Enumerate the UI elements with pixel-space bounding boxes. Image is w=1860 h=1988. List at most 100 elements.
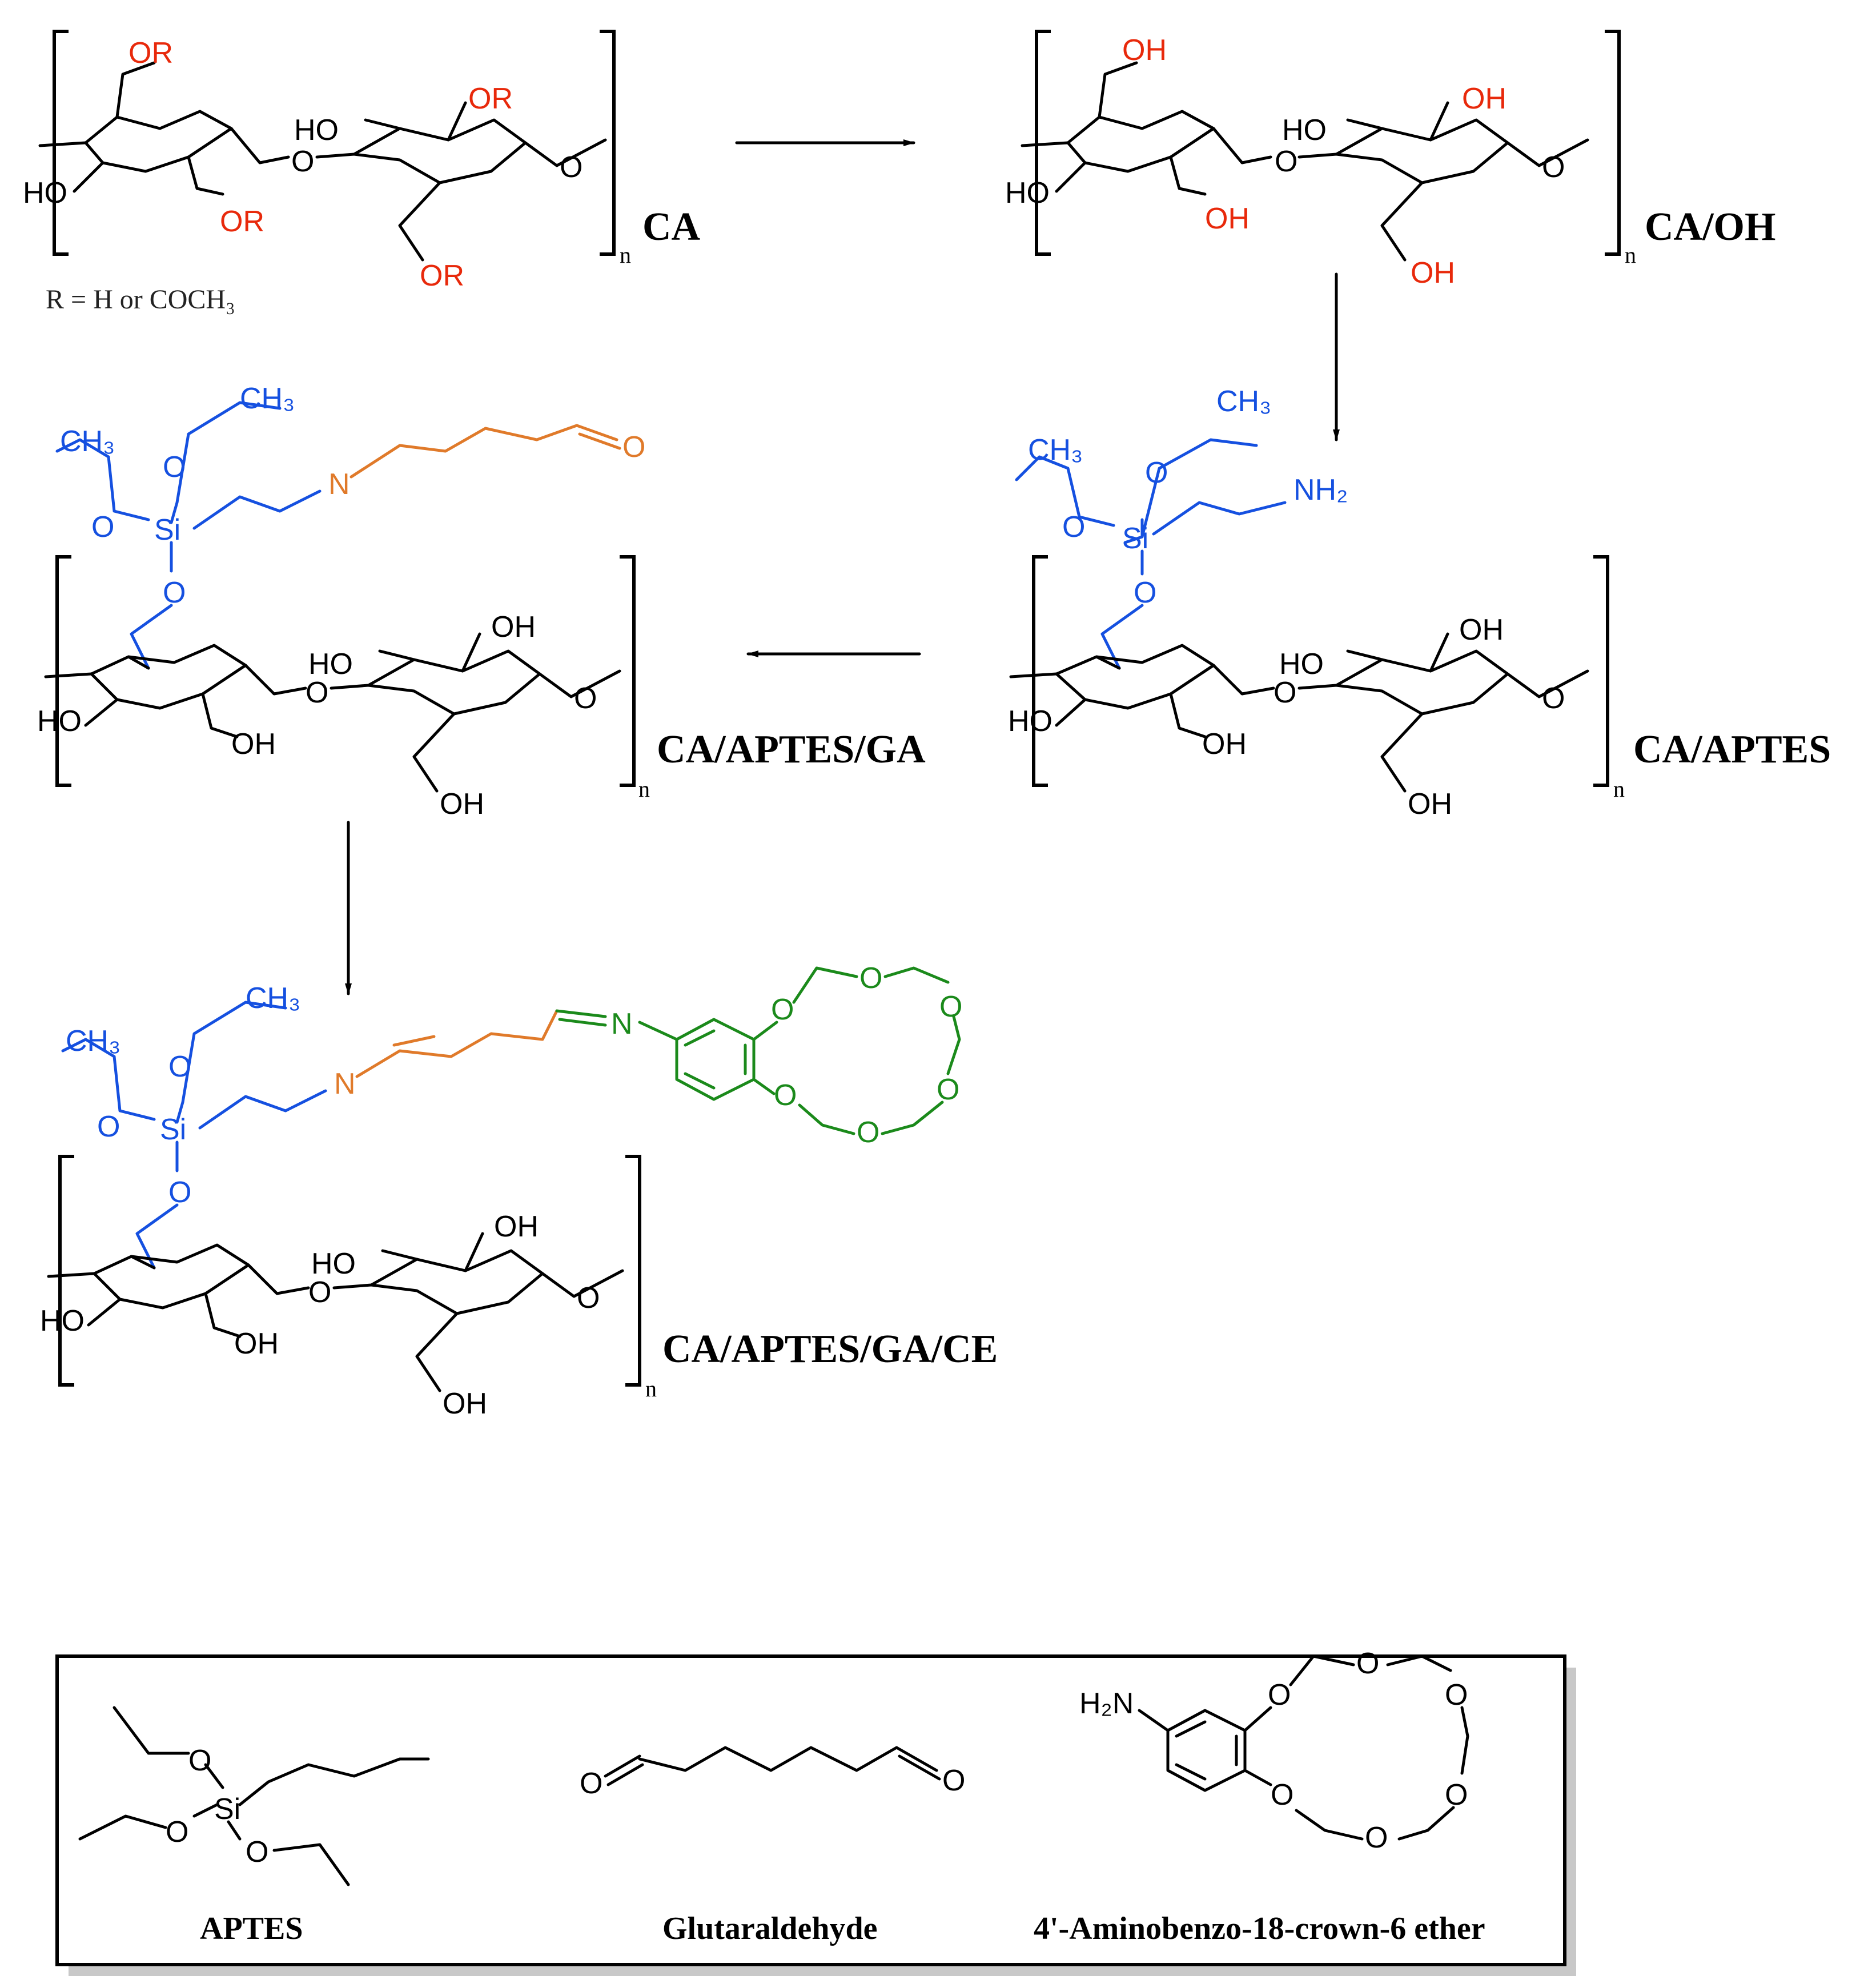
cagce-crown-o-1: O [771, 993, 794, 1026]
structure-ca-aptes [1009, 438, 1609, 793]
caaptes-ring-o-1: O [1274, 676, 1296, 709]
cagce-o-2: O [97, 1110, 120, 1143]
caoh-oh-2: OH [1205, 202, 1250, 235]
legend-crown-nh2: H₂N [1079, 1687, 1134, 1720]
caoh-subscript: n [1625, 242, 1636, 268]
cagce-ring-o-2: O [577, 1282, 600, 1315]
cagce-o-1: O [168, 1050, 191, 1083]
cagce-subscript: n [645, 1376, 657, 1401]
cagce-ch3-2: CH₃ [66, 1025, 120, 1058]
cagce-oh-1: OH [234, 1327, 279, 1360]
cagce-ho-1: HO [40, 1304, 85, 1338]
caaptes-nh2: NH₂ [1293, 473, 1348, 507]
cagce-oh-3: OH [443, 1387, 487, 1420]
caaptes-oh-1: OH [1202, 728, 1247, 761]
legend-aptes-o-3: O [246, 1836, 268, 1869]
cag-si: Si [154, 513, 180, 547]
cagce-crown-o-5: O [857, 1116, 879, 1149]
ca-ring-o-1: O [291, 145, 314, 178]
caaptes-title: CA/APTES [1633, 728, 1831, 772]
cag-ring-o-1: O [306, 676, 328, 709]
structure-ca [38, 30, 616, 262]
cag-aldehyde-o: O [622, 431, 645, 464]
cagce-oh-2: OH [494, 1210, 539, 1243]
ca-or-2: OR [220, 205, 264, 238]
legend-crown-o-5: O [1365, 1821, 1388, 1854]
cagce-imine-n1: N [334, 1067, 356, 1101]
legend-ga-o-2: O [942, 1764, 965, 1797]
caaptes-ho-2: HO [1279, 648, 1324, 681]
caaptes-ch3-2: CH₃ [1028, 433, 1083, 467]
ca-ring-o-2: O [560, 151, 582, 184]
cagce-title: CA/APTES/GA/CE [662, 1327, 998, 1371]
cag-ch3-1: CH₃ [240, 382, 295, 415]
ca-ho-2: HO [294, 114, 339, 147]
ca-ho-1: HO [23, 176, 67, 210]
legend-aptes-o-1: O [188, 1744, 211, 1777]
ca-subscript: n [620, 242, 631, 268]
cagce-crown-o-6: O [774, 1079, 797, 1112]
caoh-oh-4: OH [1411, 256, 1455, 290]
legend-aptes-si: Si [214, 1793, 240, 1826]
caaptes-o-3: O [1134, 576, 1156, 609]
cagce-ho-2: HO [311, 1247, 356, 1280]
cagce-crown-o-2: O [859, 962, 882, 995]
cagce-o-3: O [168, 1176, 191, 1209]
cag-oh-2: OH [491, 611, 536, 644]
cag-imine-n: N [328, 468, 350, 501]
caaptes-oh-2: OH [1459, 613, 1504, 646]
cag-subscript: n [638, 776, 650, 802]
caoh-ring-o-1: O [1275, 145, 1297, 178]
caaptes-oh-3: OH [1408, 788, 1452, 821]
ca-r-note: R = H or COCH₃ [46, 284, 235, 315]
cag-oh-3: OH [440, 788, 484, 821]
caaptes-o-1: O [1145, 456, 1168, 489]
caoh-title: CA/OH [1645, 205, 1775, 249]
caoh-oh-3: OH [1462, 82, 1507, 115]
cag-ring-o-2: O [574, 682, 597, 715]
legend-crown-o-6: O [1271, 1778, 1293, 1812]
legend-ga-name: Glutaraldehyde [662, 1911, 877, 1946]
ca-title: CA [642, 205, 701, 249]
legend-crown-o-2: O [1356, 1647, 1379, 1680]
caaptes-o-2: O [1062, 511, 1085, 544]
legend-crown-o-3: O [1445, 1678, 1468, 1712]
cag-title: CA/APTES/GA [657, 728, 926, 772]
legend-crown-name: 4'-Aminobenzo-18-crown-6 ether [1034, 1911, 1485, 1946]
caaptes-ring-o-2: O [1542, 682, 1565, 715]
structure-ca-aptes-ga [44, 401, 636, 793]
legend-crown-o-4: O [1445, 1778, 1468, 1812]
cagce-si: Si [160, 1113, 186, 1146]
cag-ch3-2: CH₃ [60, 425, 115, 458]
reagent-legend: O O Si O APTES O O Glutaraldehyde H₂N O … [55, 1647, 1576, 1976]
caaptes-ho-1: HO [1008, 705, 1052, 738]
cagce-crown-o-3: O [939, 990, 962, 1023]
ca-or-4: OR [420, 259, 464, 292]
caaptes-subscript: n [1613, 776, 1625, 802]
caoh-ring-o-2: O [1542, 151, 1565, 184]
cag-o-2: O [91, 511, 114, 544]
cagce-ch3-1: CH₃ [246, 982, 300, 1015]
cag-ho-1: HO [37, 705, 82, 738]
caaptes-si: Si [1122, 522, 1148, 555]
structure-ca-aptes-ga-ce [47, 966, 961, 1392]
caaptes-ch3-1: CH₃ [1216, 385, 1271, 418]
legend-aptes-o-2: O [166, 1816, 188, 1849]
cag-ho-2: HO [308, 648, 353, 681]
caoh-oh-1: OH [1122, 34, 1167, 67]
legend-aptes-name: APTES [200, 1911, 303, 1946]
cagce-ring-o-1: O [308, 1276, 331, 1309]
cag-o-1: O [163, 451, 186, 484]
cag-oh-1: OH [231, 728, 276, 761]
caoh-ho-1: HO [1005, 176, 1050, 210]
ca-or-1: OR [128, 37, 173, 70]
ca-or-3: OR [468, 82, 513, 115]
cagce-imine-n2: N [611, 1007, 633, 1041]
caoh-ho-2: HO [1282, 114, 1327, 147]
legend-crown-o-1: O [1268, 1678, 1291, 1712]
legend-ga-o-1: O [580, 1767, 602, 1800]
structure-ca-oh [1021, 30, 1621, 262]
cag-o-3: O [163, 576, 186, 609]
cagce-crown-o-4: O [937, 1073, 959, 1106]
